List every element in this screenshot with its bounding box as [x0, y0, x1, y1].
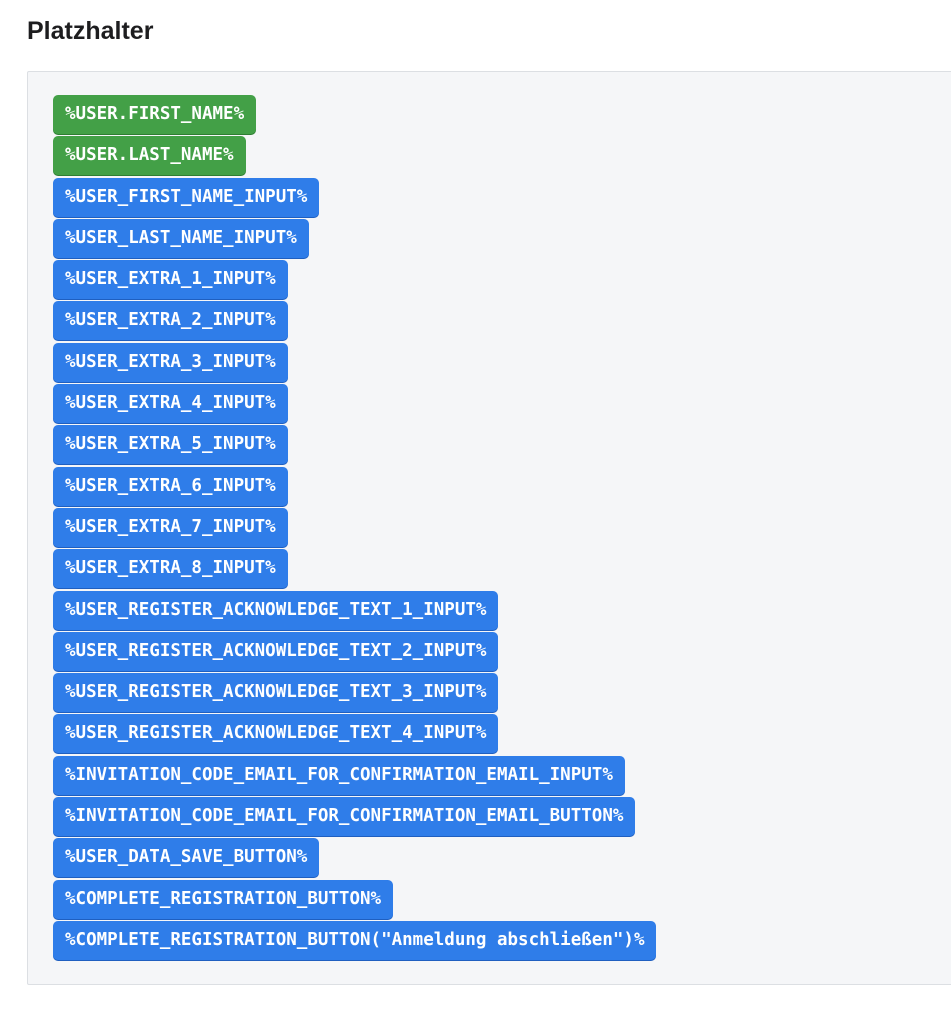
placeholder-tag-user-extra-3-input[interactable]: %USER_EXTRA_3_INPUT% — [53, 342, 288, 382]
placeholder-item: %USER_EXTRA_8_INPUT% — [53, 549, 656, 590]
placeholder-item: %USER_EXTRA_7_INPUT% — [53, 507, 656, 549]
placeholder-tag-invitation-email-input[interactable]: %INVITATION_CODE_EMAIL_FOR_CONFIRMATION_… — [53, 755, 625, 795]
placeholder-item: %USER_REGISTER_ACKNOWLEDGE_TEXT_4_INPUT% — [53, 714, 656, 755]
placeholder-tag-user-extra-8-input[interactable]: %USER_EXTRA_8_INPUT% — [53, 549, 288, 589]
placeholder-tag-invitation-email-button[interactable]: %INVITATION_CODE_EMAIL_FOR_CONFIRMATION_… — [53, 797, 636, 837]
placeholder-tag-acknowledge-text-4-input[interactable]: %USER_REGISTER_ACKNOWLEDGE_TEXT_4_INPUT% — [53, 714, 499, 754]
placeholder-tag-user-extra-6-input[interactable]: %USER_EXTRA_6_INPUT% — [53, 466, 288, 506]
placeholder-tag-user-extra-1-input[interactable]: %USER_EXTRA_1_INPUT% — [53, 260, 288, 300]
placeholder-tag-complete-registration-button-custom-label[interactable]: %COMPLETE_REGISTRATION_BUTTON("Anmeldung… — [53, 920, 657, 960]
placeholder-tag-acknowledge-text-2-input[interactable]: %USER_REGISTER_ACKNOWLEDGE_TEXT_2_INPUT% — [53, 631, 499, 671]
placeholder-item: %INVITATION_CODE_EMAIL_FOR_CONFIRMATION_… — [53, 755, 656, 797]
placeholder-item: %USER_EXTRA_2_INPUT% — [53, 301, 656, 342]
placeholder-tag-user-extra-5-input[interactable]: %USER_EXTRA_5_INPUT% — [53, 425, 288, 465]
placeholder-tag-user-last-name[interactable]: %USER.LAST_NAME% — [53, 136, 246, 176]
placeholder-item: %USER.FIRST_NAME% — [53, 95, 656, 136]
placeholder-tag-user-extra-7-input[interactable]: %USER_EXTRA_7_INPUT% — [53, 507, 288, 547]
placeholder-tag-acknowledge-text-3-input[interactable]: %USER_REGISTER_ACKNOWLEDGE_TEXT_3_INPUT% — [53, 673, 499, 713]
placeholder-item: %USER.LAST_NAME% — [53, 136, 656, 177]
placeholder-item: %USER_EXTRA_5_INPUT% — [53, 425, 656, 466]
placeholder-item: %USER_REGISTER_ACKNOWLEDGE_TEXT_3_INPUT% — [53, 673, 656, 714]
placeholder-tag-acknowledge-text-1-input[interactable]: %USER_REGISTER_ACKNOWLEDGE_TEXT_1_INPUT% — [53, 590, 499, 630]
placeholder-tag-user-data-save-button[interactable]: %USER_DATA_SAVE_BUTTON% — [53, 838, 320, 878]
placeholder-tag-user-last-name-input[interactable]: %USER_LAST_NAME_INPUT% — [53, 218, 309, 258]
placeholder-tag-user-first-name-input[interactable]: %USER_FIRST_NAME_INPUT% — [53, 177, 320, 217]
placeholder-item: %COMPLETE_REGISTRATION_BUTTON% — [53, 879, 656, 921]
placeholder-tag-complete-registration-button[interactable]: %COMPLETE_REGISTRATION_BUTTON% — [53, 879, 394, 919]
placeholder-tag-user-extra-2-input[interactable]: %USER_EXTRA_2_INPUT% — [53, 301, 288, 341]
placeholder-item: %USER_EXTRA_1_INPUT% — [53, 260, 656, 301]
placeholder-item: %USER_LAST_NAME_INPUT% — [53, 218, 656, 260]
placeholder-panel: %USER.FIRST_NAME% %USER.LAST_NAME% %USER… — [27, 71, 951, 985]
placeholder-item: %INVITATION_CODE_EMAIL_FOR_CONFIRMATION_… — [53, 797, 656, 838]
placeholder-item: %USER_DATA_SAVE_BUTTON% — [53, 838, 656, 879]
placeholder-tag-user-extra-4-input[interactable]: %USER_EXTRA_4_INPUT% — [53, 384, 288, 424]
section-heading: Platzhalter — [27, 17, 154, 45]
placeholder-list: %USER.FIRST_NAME% %USER.LAST_NAME% %USER… — [53, 95, 657, 962]
placeholder-item: %COMPLETE_REGISTRATION_BUTTON("Anmeldung… — [53, 920, 657, 962]
placeholder-item: %USER_EXTRA_3_INPUT% — [53, 342, 656, 384]
placeholder-tag-user-first-name[interactable]: %USER.FIRST_NAME% — [53, 95, 257, 134]
placeholder-item: %USER_EXTRA_6_INPUT% — [53, 466, 656, 508]
placeholder-item: %USER_FIRST_NAME_INPUT% — [53, 177, 656, 219]
placeholder-item: %USER_EXTRA_4_INPUT% — [53, 384, 656, 425]
placeholder-item: %USER_REGISTER_ACKNOWLEDGE_TEXT_2_INPUT% — [53, 631, 656, 673]
placeholder-item: %USER_REGISTER_ACKNOWLEDGE_TEXT_1_INPUT% — [53, 590, 656, 632]
